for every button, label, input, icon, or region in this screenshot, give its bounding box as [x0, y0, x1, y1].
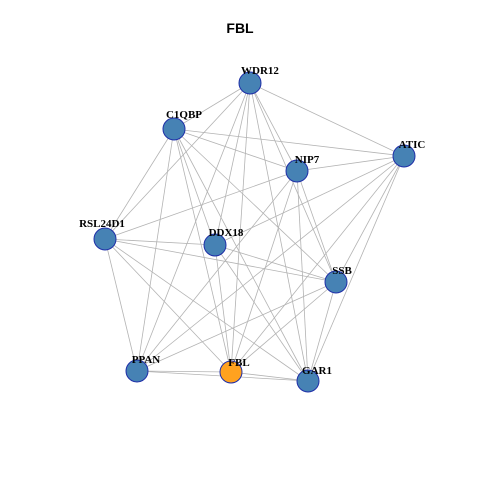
node-rsl24d1: [93, 227, 117, 251]
node-wdr12: [238, 71, 262, 95]
edge-c1qbp-ssb: [173, 128, 337, 283]
edge-ssb-ppan: [136, 281, 337, 372]
node-c1qbp: [162, 117, 186, 141]
edge-nip7-rsl24d1: [104, 170, 298, 240]
edge-wdr12-ddx18: [214, 82, 251, 246]
edge-rsl24d1-fbl: [104, 238, 232, 373]
edge-wdr12-atic: [249, 82, 405, 157]
edge-c1qbp-nip7: [173, 128, 298, 172]
edge-ddx18-ssb: [214, 244, 337, 283]
edge-ssb-fbl: [230, 281, 337, 373]
edge-rsl24d1-ppan: [104, 238, 138, 372]
edge-rsl24d1-ddx18: [104, 238, 216, 246]
node-nip7: [285, 159, 309, 183]
edge-ssb-gar1: [307, 281, 337, 382]
edge-c1qbp-ppan: [136, 128, 175, 372]
node-label-rsl24d1: RSL24D1: [79, 218, 125, 230]
edge-c1qbp-gar1: [173, 128, 309, 382]
edge-atic-gar1: [307, 155, 405, 382]
edge-wdr12-gar1: [249, 82, 309, 382]
edge-nip7-fbl: [230, 170, 298, 373]
node-label-fbl: FBL: [228, 357, 249, 369]
edge-wdr12-nip7: [249, 82, 298, 172]
node-layer: [93, 71, 416, 393]
edge-wdr12-rsl24d1: [104, 82, 251, 240]
edge-ddx18-gar1: [214, 244, 309, 382]
node-gar1: [296, 369, 320, 393]
edge-rsl24d1-ssb: [104, 238, 337, 283]
edge-nip7-atic: [296, 155, 405, 172]
node-ddx18: [203, 233, 227, 257]
node-ppan: [125, 359, 149, 383]
edge-c1qbp-ddx18: [173, 128, 216, 246]
node-label-ppan: PPAN: [132, 354, 161, 366]
edge-layer: [104, 82, 405, 382]
edge-nip7-ppan: [136, 170, 298, 372]
edge-c1qbp-atic: [173, 128, 405, 157]
edge-wdr12-ppan: [136, 82, 251, 372]
edge-atic-ssb: [335, 155, 405, 283]
node-label-wdr12: WDR12: [241, 65, 279, 77]
node-label-ssb: SSB: [332, 265, 352, 277]
node-ssb: [324, 270, 348, 294]
node-label-ddx18: DDX18: [209, 227, 244, 239]
edge-wdr12-c1qbp: [173, 82, 251, 130]
edge-c1qbp-fbl: [173, 128, 232, 373]
graph-title: FBL: [226, 20, 254, 36]
edge-atic-fbl: [230, 155, 405, 373]
edge-ddx18-fbl: [214, 244, 232, 373]
edge-atic-ddx18: [214, 155, 405, 246]
node-label-nip7: NIP7: [295, 154, 320, 166]
node-label-c1qbp: C1QBP: [166, 109, 202, 121]
edge-ppan-fbl: [136, 370, 232, 373]
node-label-atic: ATIC: [399, 139, 426, 151]
node-fbl: [219, 360, 243, 384]
edge-rsl24d1-gar1: [104, 238, 309, 382]
edge-c1qbp-rsl24d1: [104, 128, 175, 240]
node-atic: [392, 144, 416, 168]
edge-wdr12-fbl: [230, 82, 251, 373]
node-label-gar1: GAR1: [302, 365, 332, 377]
edge-atic-ppan: [136, 155, 405, 372]
edge-fbl-gar1: [230, 371, 309, 382]
